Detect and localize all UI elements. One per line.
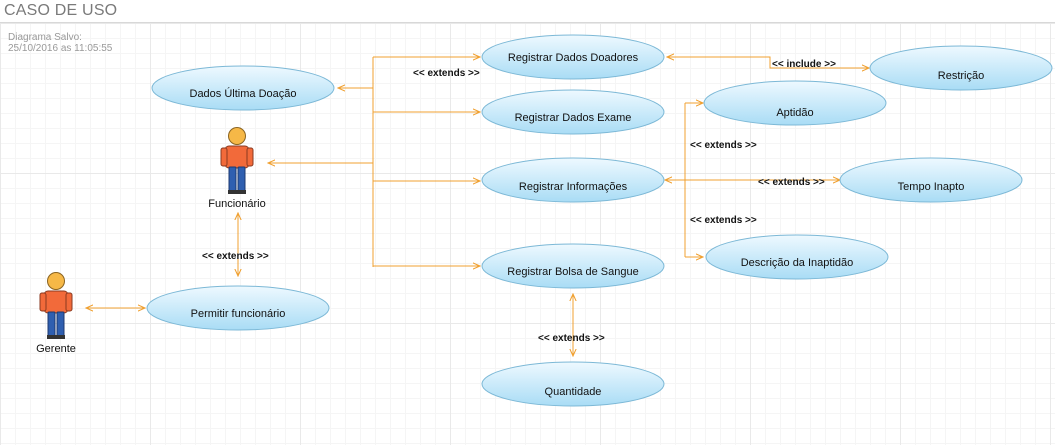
use-case-restricao[interactable]: Restrição xyxy=(869,45,1053,91)
use-case-label: Registrar Bolsa de Sangue xyxy=(507,266,638,278)
use-case-quantidade[interactable]: Quantidade xyxy=(481,361,665,407)
use-case-registrar-bolsa-sangue[interactable]: Registrar Bolsa de Sangue xyxy=(481,243,665,289)
actor-funcionario[interactable]: Funcionário xyxy=(208,127,266,211)
actor-label: Funcionário xyxy=(208,198,265,210)
use-case-dados-ultima-doacao[interactable]: Dados Última Doação xyxy=(151,65,335,111)
diagram-title: CASO DE USO xyxy=(4,2,118,19)
actor-label: Gerente xyxy=(36,343,76,355)
use-case-tempo-inapto[interactable]: Tempo Inapto xyxy=(839,157,1023,203)
use-case-registrar-informacoes[interactable]: Registrar Informações xyxy=(481,157,665,203)
connectors xyxy=(86,57,869,356)
title-divider xyxy=(0,22,1055,23)
actor-figure-icon xyxy=(39,272,73,339)
extends-label-quantidade: << extends >> xyxy=(538,333,605,344)
include-label-restricao: << include >> xyxy=(772,59,836,70)
use-case-label: Quantidade xyxy=(545,386,602,398)
extends-label-aptidao: << extends >> xyxy=(690,140,757,151)
extends-label-funcionario: << extends >> xyxy=(202,251,269,262)
use-case-label: Aptidão xyxy=(776,107,813,119)
use-case-descricao-inaptidao[interactable]: Descrição da Inaptidão xyxy=(705,234,889,280)
use-case-label: Dados Última Doação xyxy=(190,87,297,100)
saved-status-timestamp: 25/10/2016 as 11:05:55 xyxy=(8,43,113,54)
extends-label-descricao: << extends >> xyxy=(690,215,757,226)
use-case-label: Tempo Inapto xyxy=(898,181,965,193)
use-case-label: Registrar Informações xyxy=(519,181,628,193)
relation-labels: << extends >> << include >> << extends >… xyxy=(202,59,836,344)
connector-include-restricao xyxy=(667,57,869,68)
extends-label-doadores: << extends >> xyxy=(413,68,480,79)
use-case-aptidao[interactable]: Aptidão xyxy=(703,80,887,126)
use-case-label: Descrição da Inaptidão xyxy=(741,257,854,269)
use-case-permitir-funcionario[interactable]: Permitir funcionário xyxy=(146,285,330,331)
saved-status-label: Diagrama Salvo: xyxy=(8,32,82,43)
extends-label-tempo-inapto: << extends >> xyxy=(758,177,825,188)
use-case-label: Registrar Dados Doadores xyxy=(508,52,639,64)
use-case-label: Registrar Dados Exame xyxy=(515,112,632,124)
use-case-label: Permitir funcionário xyxy=(191,308,286,320)
use-case-registrar-dados-doadores[interactable]: Registrar Dados Doadores xyxy=(481,34,665,80)
actor-gerente[interactable]: Gerente xyxy=(36,272,76,356)
actor-figure-icon xyxy=(220,127,254,194)
saved-status: Diagrama Salvo: 25/10/2016 as 11:05:55 xyxy=(8,32,112,54)
use-case-registrar-dados-exame[interactable]: Registrar Dados Exame xyxy=(481,89,665,135)
use-case-label: Restrição xyxy=(938,70,984,82)
